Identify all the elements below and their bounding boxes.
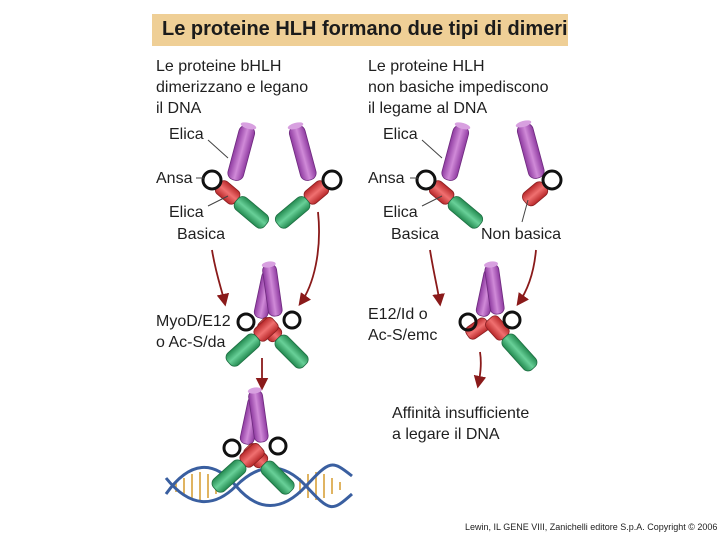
- right-heading: Le proteine HLH non basiche impediscono …: [368, 58, 549, 117]
- dna-helix: [164, 463, 354, 509]
- right-arrow-result: [473, 351, 487, 389]
- right-label-nonbasic: Non basica: [481, 226, 562, 243]
- diagram-title: Le proteine HLH formano due tipi di dime…: [162, 18, 568, 40]
- right-arrow-b: [516, 249, 537, 307]
- left-arrow-a: [211, 249, 230, 307]
- right-arrow-a: [429, 249, 445, 307]
- dna-bound-dimer: [208, 385, 299, 499]
- right-dimer-label: E12/Id o Ac-S/emc: [368, 306, 438, 344]
- left-dimer-label: MyoD/E12 o Ac-S/da: [156, 313, 231, 351]
- left-heading: Le proteine bHLH dimerizzano e legano il…: [156, 58, 309, 117]
- left-label-basic: Basica: [177, 226, 226, 243]
- left-label-helix-top: Elica: [169, 126, 204, 143]
- right-label-loop: Ansa: [368, 170, 405, 187]
- left-monomer-b: [271, 119, 343, 233]
- left-arrow-b: [298, 211, 320, 307]
- title-band: [152, 14, 568, 46]
- right-dimer: [458, 259, 541, 375]
- left-monomer-a: [201, 119, 273, 233]
- left-label-loop: Ansa: [156, 170, 193, 187]
- left-label-helix-bottom: Elica: [169, 204, 204, 221]
- right-label-helix-bottom: Elica: [383, 204, 418, 221]
- right-monomer-nonbasic: [513, 117, 563, 210]
- left-pointer-lines: [196, 139, 229, 207]
- right-monomer-basic: [415, 119, 487, 233]
- right-result-text: Affinità insufficiente a legare il DNA: [392, 405, 530, 443]
- right-label-helix-top: Elica: [383, 126, 418, 143]
- right-pointer-lines: [410, 139, 529, 223]
- copyright-credit: Lewin, IL GENE VIII, Zanichelli editore …: [465, 522, 718, 532]
- left-dimer: [222, 259, 313, 373]
- right-label-basic: Basica: [391, 226, 440, 243]
